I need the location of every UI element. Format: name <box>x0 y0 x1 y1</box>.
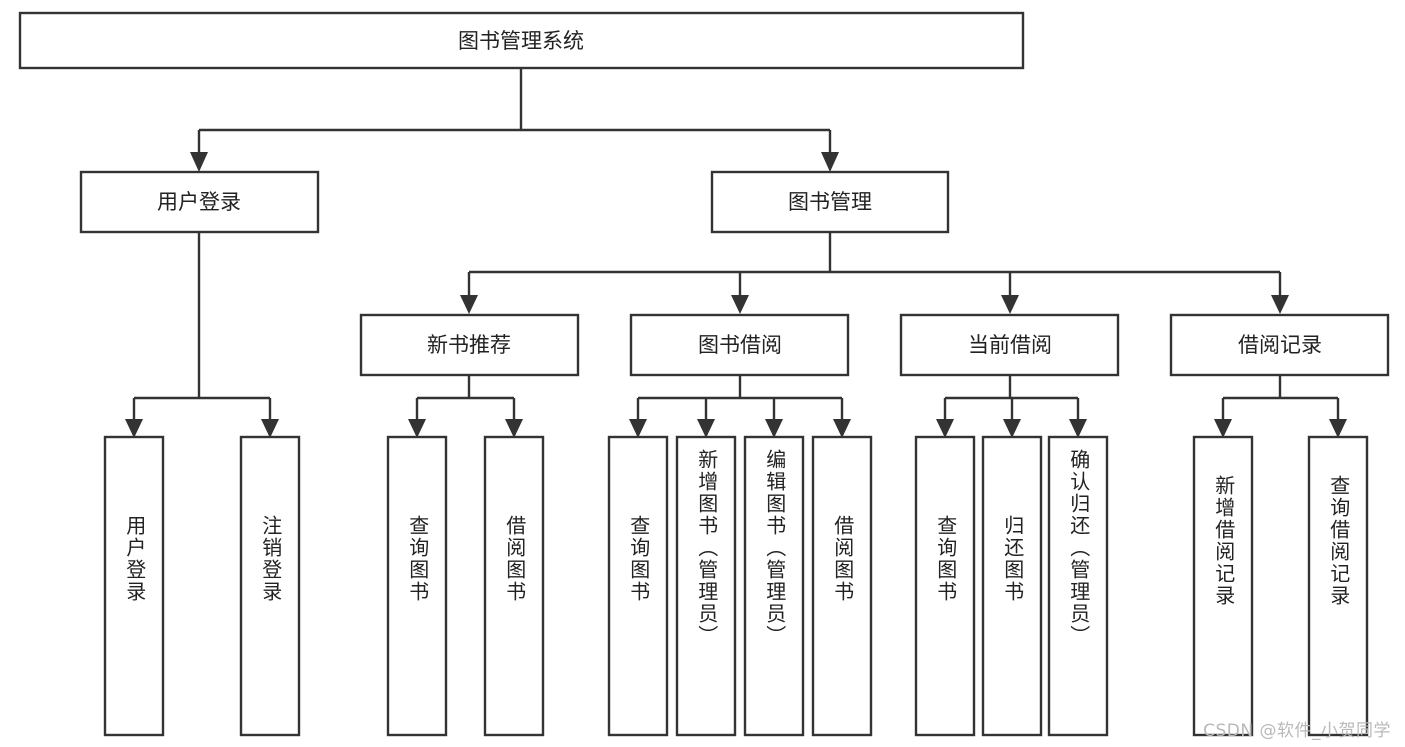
leaf-box-layer <box>103 435 1369 737</box>
node-new-book-recommend[interactable]: 新书推荐 <box>359 313 580 377</box>
node-current-borrow[interactable]: 当前借阅 <box>899 313 1120 377</box>
arrow-icon-book-manage <box>821 152 839 172</box>
arrow-icon-user-login <box>190 152 208 172</box>
node-book-borrow-label: 图书借阅 <box>698 333 782 357</box>
arrowhead-layer <box>125 152 1347 438</box>
arrow-icon-leaf-borrow-1 <box>629 419 647 438</box>
arrow-icon-leaf-borrow-3 <box>765 419 783 438</box>
node-user-login-label: 用户登录 <box>157 190 241 214</box>
node-book-borrow-box[interactable] <box>629 313 850 377</box>
node-root-label: 图书管理系统 <box>458 29 584 53</box>
node-new-book-recommend-box[interactable] <box>359 313 580 377</box>
leaf-box-user-login-2[interactable] <box>239 435 301 737</box>
node-borrow-record-box[interactable] <box>1169 313 1390 377</box>
node-borrow-record-label: 借阅记录 <box>1238 333 1322 357</box>
arrow-icon-leaf-current-2 <box>1003 419 1021 438</box>
node-user-login[interactable]: 用户登录 <box>79 170 320 234</box>
arrow-icon-borrow-record <box>1271 295 1289 314</box>
node-current-borrow-label: 当前借阅 <box>968 333 1052 357</box>
leaf-box-book-borrow-3[interactable] <box>743 435 805 737</box>
arrow-icon-book-borrow <box>731 295 749 314</box>
leaf-box-current-borrow-3[interactable] <box>1047 435 1109 737</box>
node-root[interactable]: 图书管理系统 <box>18 11 1025 70</box>
node-book-manage[interactable]: 图书管理 <box>710 170 950 234</box>
node-root-box[interactable] <box>18 11 1025 70</box>
leaf-box-new-book-1[interactable] <box>386 435 448 737</box>
arrow-icon-new-book <box>460 295 478 314</box>
node-book-borrow[interactable]: 图书借阅 <box>629 313 850 377</box>
leaf-box-book-borrow-2[interactable] <box>675 435 737 737</box>
connector-layer <box>132 68 1340 421</box>
arrow-icon-leaf-current-1 <box>936 419 954 438</box>
node-user-login-box[interactable] <box>79 170 320 234</box>
arrow-icon-leaf-user-2 <box>261 419 279 438</box>
node-book-manage-label: 图书管理 <box>788 190 872 214</box>
arrow-icon-leaf-record-1 <box>1214 419 1232 438</box>
leaf-box-new-book-2[interactable] <box>483 435 545 737</box>
arrow-icon-leaf-user-1 <box>125 419 143 438</box>
leaf-box-current-borrow-2[interactable] <box>981 435 1043 737</box>
node-current-borrow-box[interactable] <box>899 313 1120 377</box>
node-borrow-record[interactable]: 借阅记录 <box>1169 313 1390 377</box>
arrow-icon-current-borrow <box>1001 295 1019 314</box>
arrow-icon-leaf-newbook-1 <box>408 419 426 438</box>
arrow-icon-leaf-current-3 <box>1069 419 1087 438</box>
node-new-book-recommend-label: 新书推荐 <box>427 333 511 357</box>
arrow-icon-leaf-record-2 <box>1329 419 1347 438</box>
arrow-icon-leaf-borrow-4 <box>833 419 851 438</box>
leaf-box-book-borrow-1[interactable] <box>607 435 669 737</box>
leaf-box-borrow-record-2[interactable] <box>1307 435 1369 737</box>
leaf-box-borrow-record-1[interactable] <box>1192 435 1254 737</box>
arrow-icon-leaf-borrow-2 <box>697 419 715 438</box>
leaf-box-user-login-1[interactable] <box>103 435 165 737</box>
node-book-manage-box[interactable] <box>710 170 950 234</box>
arrow-icon-leaf-newbook-2 <box>505 419 523 438</box>
leaf-box-current-borrow-1[interactable] <box>914 435 976 737</box>
leaf-box-book-borrow-4[interactable] <box>811 435 873 737</box>
